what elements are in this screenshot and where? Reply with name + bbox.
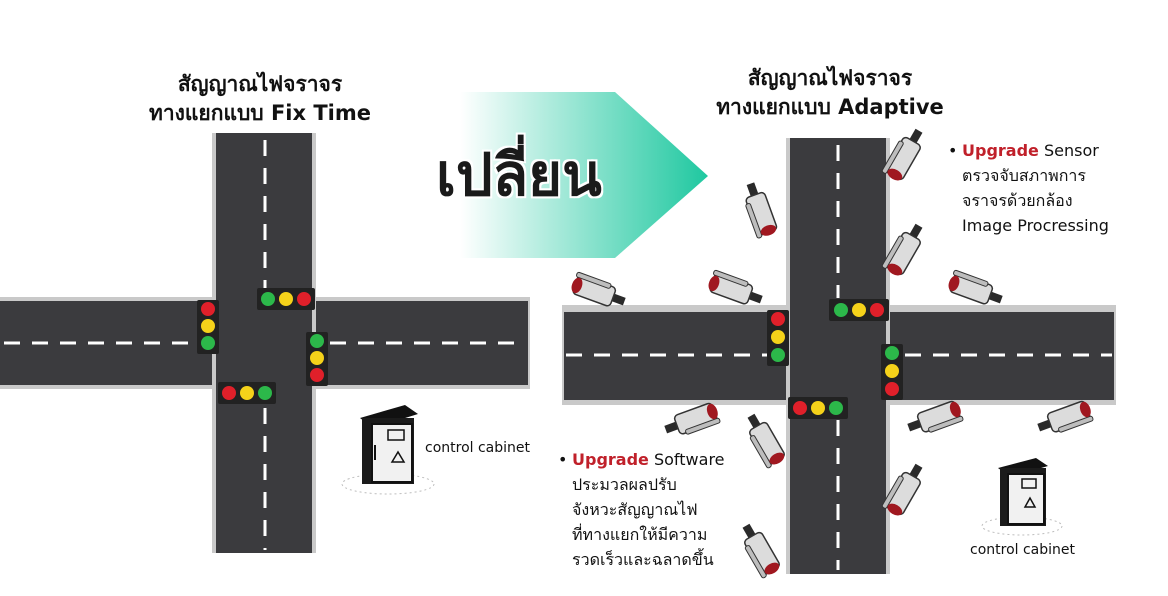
left-title: สัญญาณไฟจราจร ทางแยกแบบ Fix Time [120,70,400,128]
software-note-line3: จังหวะสัญญาณไฟ [572,500,698,519]
cctv-camera-icon [881,128,923,181]
left-title-line1: สัญญาณไฟจราจร [177,72,343,96]
left-traffic-light-bottom [218,382,276,404]
sensor-note-line4: Image Procressing [962,216,1109,235]
software-note-rest: Software [648,450,725,469]
left-traffic-light-top [257,288,315,310]
transition-arrow [460,92,708,258]
sensor-note-rest: Sensor [1038,141,1099,160]
right-traffic-light-top [829,299,889,321]
cctv-camera-icon [1037,400,1094,433]
cctv-camera-icon [708,269,763,305]
right-title-line1: สัญญาณไฟจราจร [747,66,913,90]
right-cabinet-label: control cabinet [970,542,1076,558]
right-traffic-light-left [767,310,789,366]
software-note-line2: ประมวลผลปรับ [572,475,677,494]
left-control-cabinet-icon [341,405,435,495]
software-note-line4: ที่ทางแยกให้มีความ [572,525,708,544]
left-traffic-light-left [197,300,219,354]
arrow-label: เปลี่ยน [436,141,602,209]
left-title-line2: ทางแยกแบบ Fix Time [149,101,371,125]
bullet-icon: • [558,450,568,469]
cctv-camera-icon [745,182,778,239]
software-upgrade-note: •Upgrade Software ประมวลผลปรับ จังหวะสัญ… [558,447,725,572]
left-intersection [0,133,530,553]
right-control-cabinet-icon [981,458,1063,536]
right-traffic-light-bottom [788,397,848,419]
sensor-upgrade-note: •Upgrade Sensor ตรวจจับสภาพการ จราจรด้วย… [948,138,1109,238]
cctv-camera-icon [881,463,923,516]
cctv-camera-icon [948,269,1003,305]
cctv-camera-icon [664,402,721,435]
left-traffic-light-right [306,332,328,386]
bullet-icon: • [948,141,958,160]
software-note-accent: Upgrade [572,450,649,469]
right-title-line2: ทางแยกแบบ Adaptive [716,95,944,119]
left-cabinet-label: control cabinet [425,440,531,456]
right-title: สัญญาณไฟจราจร ทางแยกแบบ Adaptive [680,64,980,122]
software-note-line5: รวดเร็วและฉลาดขึ้น [572,550,714,569]
cctv-cameras [571,128,1094,579]
right-intersection [562,138,1116,574]
cctv-camera-icon [881,223,923,276]
cctv-camera-icon [907,400,964,433]
cctv-camera-icon [742,523,780,579]
right-traffic-light-right [881,344,903,400]
sensor-note-line3: จราจรด้วยกล้อง [962,191,1073,210]
cctv-camera-icon [571,271,626,307]
sensor-note-line2: ตรวจจับสภาพการ [962,166,1086,185]
sensor-note-accent: Upgrade [962,141,1039,160]
cctv-camera-icon [747,413,785,469]
